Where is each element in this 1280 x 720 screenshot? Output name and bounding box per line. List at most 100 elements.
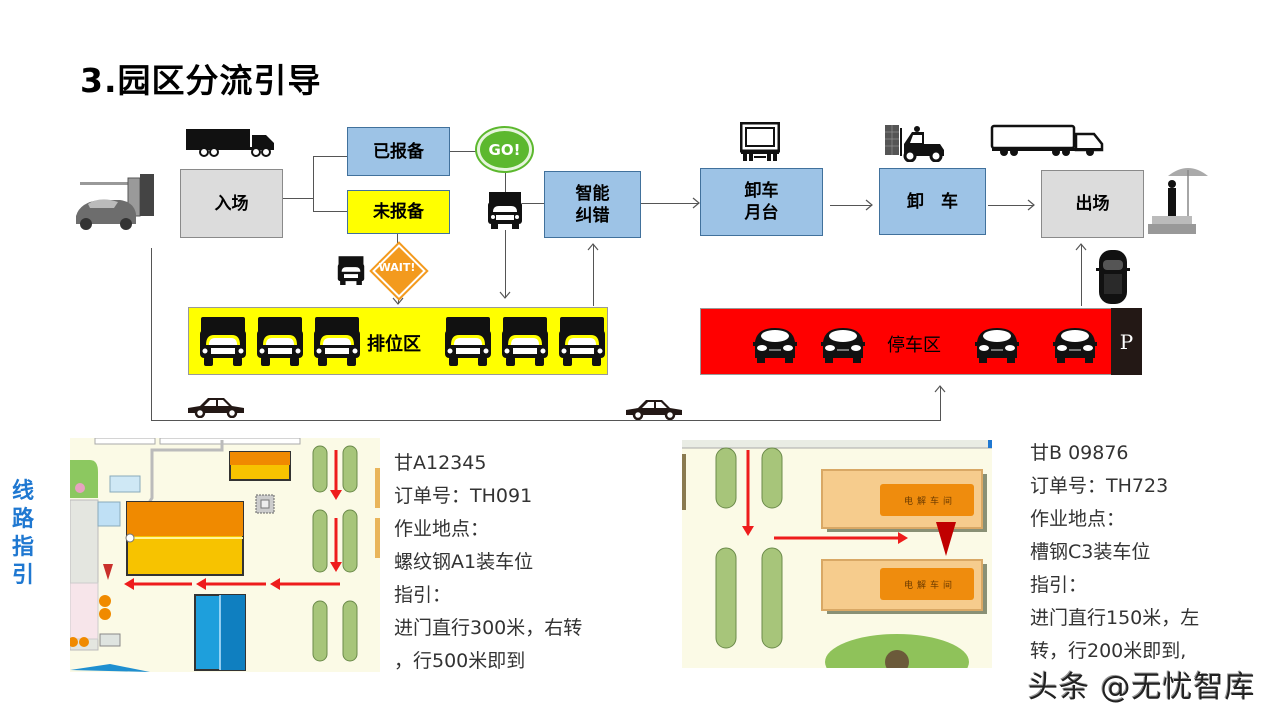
connector-line [505, 230, 506, 298]
sedan-icon [626, 400, 682, 420]
guide-line: 转，行200米即到, [1030, 640, 1187, 662]
plate-number: 甘A12345 [394, 452, 487, 474]
queue-trucks-right [444, 317, 606, 367]
right-route-arrows [742, 450, 908, 544]
truck-icon [186, 129, 274, 157]
route-arrow-right [774, 532, 908, 544]
connector-line [1081, 244, 1082, 306]
location-value: 螺纹钢A1装车位 [394, 551, 534, 573]
right-map-drawing [682, 440, 992, 668]
unload-box: 卸 车 [879, 168, 986, 235]
truck-outline-icon [990, 124, 1104, 156]
queue-zone: 排位区 [188, 307, 608, 375]
connector-line [313, 156, 314, 212]
guide-line: 进门直行150米，左 [1030, 607, 1200, 629]
guide-label: 指引： [394, 584, 452, 606]
route-arrow-left [196, 578, 266, 590]
right-route-map: 电解车间 电解车间 [682, 440, 992, 668]
wait-sign-label: WAIT! [378, 261, 416, 274]
location-label: 作业地点： [394, 518, 490, 540]
watermark: 头条 @无忧智库 [1028, 670, 1256, 705]
connector-line [522, 203, 544, 204]
side-label-char: 指 [11, 535, 34, 560]
queue-truck-icon [558, 317, 606, 367]
parked-car-icon [973, 324, 1021, 364]
queue-truck-icon [313, 317, 361, 367]
map-label: 电解车间 [904, 497, 957, 507]
order-number: 订单号：TH723 [1030, 475, 1169, 497]
connector-line [505, 170, 506, 192]
queue-truck-icon [256, 317, 304, 367]
forklift-icon [885, 125, 944, 162]
truck-rear-icon [740, 122, 780, 161]
entry-box: 入场 [180, 169, 283, 238]
connector-line [450, 151, 478, 152]
arrow-head-up [1075, 243, 1087, 251]
connector-line [313, 211, 347, 212]
smart-correction-line1: 智能 [575, 183, 610, 204]
go-sign-icon: GO! [477, 128, 532, 171]
unload-label: 卸 车 [907, 191, 958, 212]
guide-line: 进门直行300米，右转 [394, 617, 583, 639]
unregistered-box: 未报备 [347, 190, 450, 234]
map-label: 电解车间 [904, 581, 957, 591]
order-number: 订单号：TH091 [394, 485, 533, 507]
connector-line [283, 198, 313, 199]
queue-truck-icon [501, 317, 549, 367]
connector-line [397, 234, 398, 248]
connector-line [641, 203, 699, 204]
smart-correction-box: 智能 纠错 [544, 171, 641, 238]
arrow-head-up [934, 385, 946, 393]
smart-correction-line2: 纠错 [575, 205, 610, 226]
gate-barrier-car-icon [76, 174, 154, 230]
arrow-head-down [499, 291, 511, 299]
connector-line [988, 205, 1034, 206]
queue-truck-icon [444, 317, 492, 367]
connector-line [151, 420, 941, 421]
unload-platform-line2: 月台 [744, 203, 779, 223]
parked-car-icon [751, 324, 799, 364]
left-route-map [70, 438, 380, 672]
connector-line [593, 244, 594, 306]
guide-line: ，行500米即到 [394, 650, 526, 672]
arrow-head-right [865, 199, 873, 211]
unregistered-label: 未报备 [373, 202, 424, 222]
arrowheads [392, 197, 1087, 393]
page-title: 3.园区分流引导 [80, 61, 322, 100]
parking-sign-icon: P [1111, 308, 1142, 375]
plate-number: 甘B 09876 [1030, 442, 1129, 464]
unload-platform-box: 卸车 月台 [700, 168, 823, 236]
unload-platform-line1: 卸车 [744, 181, 779, 201]
queue-trucks-left [199, 317, 361, 367]
connector-line [313, 156, 347, 157]
arrow-head-up [587, 243, 599, 251]
truck-front-icon [488, 192, 522, 229]
queue-truck-icon [199, 317, 247, 367]
left-route-arrows [124, 450, 342, 590]
arrow-head-right [1027, 199, 1035, 211]
wait-sign-icon: WAIT! [372, 244, 426, 298]
connector-line [151, 248, 152, 420]
guide-label: 指引： [1030, 574, 1088, 596]
go-sign-label: GO! [488, 140, 521, 159]
traffic-guard-icon [1148, 168, 1208, 234]
side-label-char: 线 [11, 479, 34, 504]
location-value: 槽钢C3装车位 [1030, 541, 1151, 563]
registered-box: 已报备 [347, 127, 450, 176]
route-guide-side-label: 线 路 指 引 [10, 478, 36, 590]
side-label-char: 路 [11, 507, 34, 532]
arrow-head-right [692, 197, 700, 209]
connector-line [830, 205, 872, 206]
parked-car-icon [1051, 324, 1099, 364]
right-vehicle-info: 甘B 09876 订单号：TH723 作业地点： 槽钢C3装车位 指引： 进门直… [1030, 437, 1199, 668]
exit-label: 出场 [1075, 194, 1110, 214]
side-label-char: 引 [11, 563, 34, 588]
parking-zone: 停车区 [700, 308, 1112, 375]
route-arrow-down [742, 450, 754, 536]
arrow-head-down [392, 297, 404, 305]
registered-label: 已报备 [373, 141, 424, 162]
route-arrow-left [124, 578, 192, 590]
parking-sign-label: P [1119, 329, 1134, 354]
sedan-icon [188, 398, 244, 418]
truck-front-icon [337, 256, 365, 285]
